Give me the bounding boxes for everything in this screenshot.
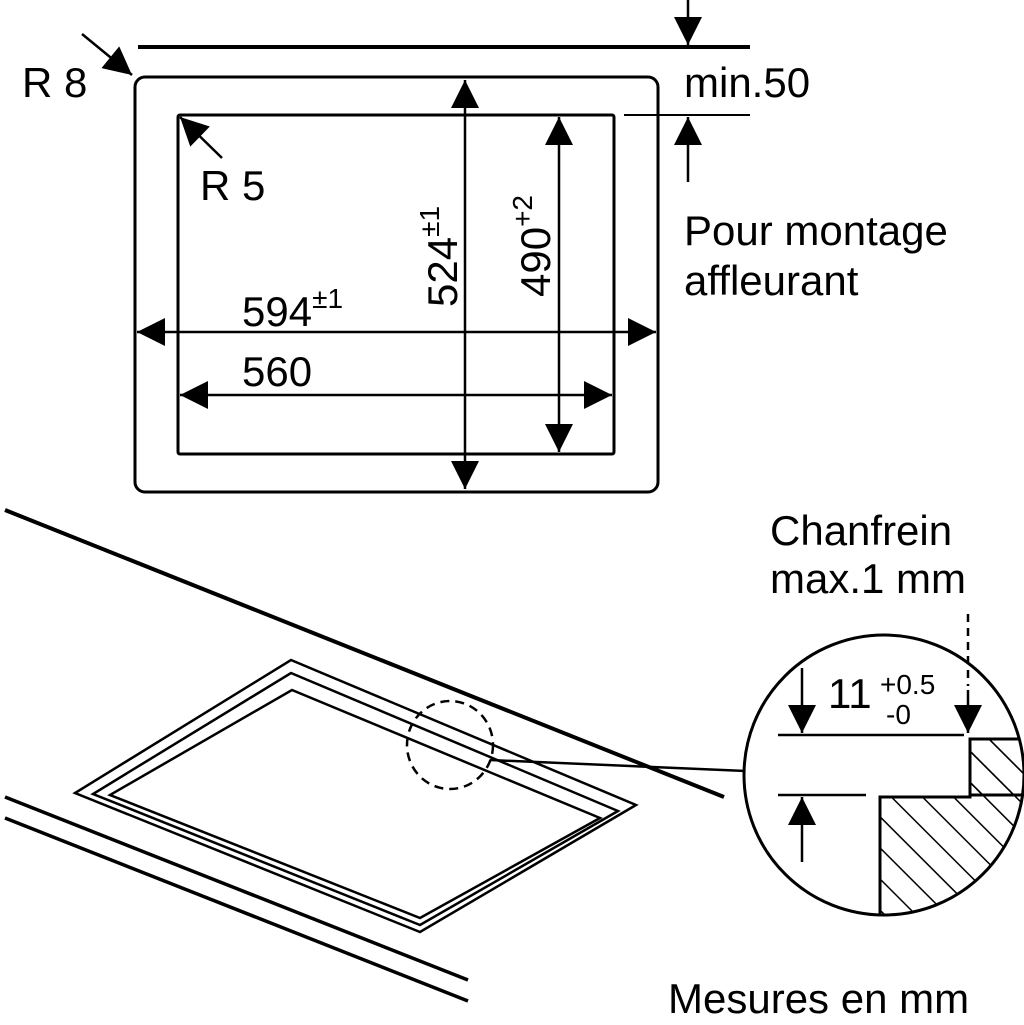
depth-11-tol-minus: -0 [886, 699, 911, 730]
chamfer-label-line2: max.1 mm [770, 555, 966, 602]
flush-mount-note-line1: Pour montage [684, 207, 948, 254]
detail-marker-circle [405, 699, 495, 791]
chamfer-label-line1: Chanfrein [770, 507, 952, 554]
detail-leader-line [489, 758, 747, 773]
depth-490-label: 490+2 [507, 195, 559, 297]
cutout-outer-rim [72, 658, 639, 934]
outer-cutout [133, 75, 660, 494]
perspective-view [4, 508, 747, 1003]
flush-mount-note-line2: affleurant [684, 257, 859, 304]
depth-524-label: 524±1 [414, 206, 466, 307]
min50-label: min.50 [684, 59, 810, 106]
cutout-step-line [90, 671, 621, 927]
r5-leader [179, 116, 223, 159]
r5-label: R 5 [200, 162, 265, 209]
r8-label: R 8 [22, 59, 87, 106]
cutout-inner-rim [107, 688, 603, 920]
detail-zoom: 11 +0.5 -0 Chanfrein max.1 mm [742, 507, 1024, 917]
worktop-front-edge-top [4, 795, 469, 982]
units-footer: Mesures en mm [668, 975, 969, 1020]
worktop-back-edge [4, 508, 725, 799]
worktop-front-edge-bottom [4, 816, 469, 1003]
r8-leader [81, 33, 133, 76]
inner-cutout [176, 113, 616, 456]
width-594-label: 594±1 [242, 283, 343, 335]
depth-11-tol-plus: +0.5 [880, 669, 935, 700]
depth-11-label: 11 [828, 670, 872, 717]
width-560-label: 560 [242, 348, 312, 395]
top-view: R 8 R 5 594±1 560 524±1 490+2 min.50 Pou… [22, 0, 948, 494]
